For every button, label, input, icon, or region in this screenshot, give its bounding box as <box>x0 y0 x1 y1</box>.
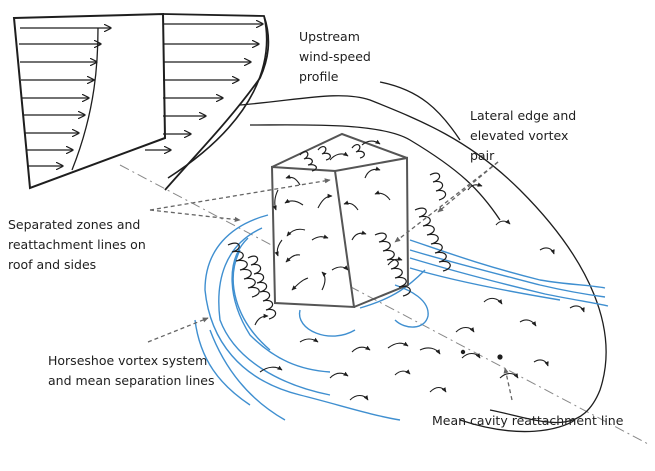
horseshoe-separation-lines <box>194 214 609 421</box>
label-line: and mean separation lines <box>48 373 215 388</box>
outer-envelope <box>239 81 607 433</box>
leader-lines <box>147 161 513 401</box>
label-line: Upstream <box>299 29 360 44</box>
coil-vortices <box>227 144 451 320</box>
label-line: Lateral edge and <box>470 108 577 123</box>
label-line: Separated zones and <box>8 217 141 232</box>
label-lateral-vortex: Lateral edge and elevated vortex pair <box>470 106 576 166</box>
label-cavity-reattachment: Mean cavity reattachment line <box>432 411 623 431</box>
label-line: roof and sides <box>8 257 97 272</box>
center-line <box>119 164 651 446</box>
label-line: pair <box>470 148 495 163</box>
label-line: elevated vortex <box>470 128 569 143</box>
cavity-dots <box>460 349 503 360</box>
label-line: profile <box>299 69 339 84</box>
label-line: Mean cavity reattachment line <box>432 413 624 428</box>
label-separated-zones: Separated zones and reattachment lines o… <box>8 215 146 275</box>
building-block <box>270 132 410 309</box>
wind-profile <box>12 12 270 191</box>
label-line: Horseshoe vortex system <box>48 353 208 368</box>
label-upstream-profile: Upstream wind-speed profile <box>299 27 371 87</box>
label-line: wind-speed <box>299 49 371 64</box>
label-line: reattachment lines on <box>8 237 146 252</box>
label-horseshoe-vortex: Horseshoe vortex system and mean separat… <box>48 351 215 391</box>
flow-arrows <box>254 139 585 401</box>
